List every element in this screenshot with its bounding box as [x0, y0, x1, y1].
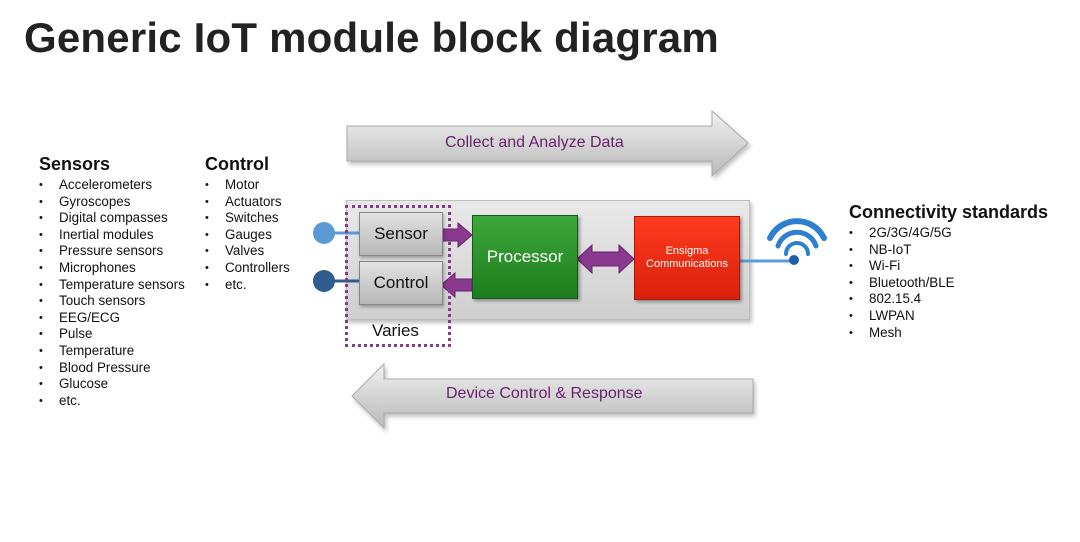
list-item: Wi-Fi	[849, 258, 1048, 275]
list-item: Touch sensors	[39, 293, 185, 310]
device-control-arrow	[351, 362, 754, 430]
list-item: Motor	[205, 177, 290, 194]
list-item: Accelerometers	[39, 177, 185, 194]
control-output-node-icon	[313, 270, 335, 292]
list-item: etc.	[205, 277, 290, 294]
list-item: Bluetooth/BLE	[849, 275, 1048, 292]
sensor-block: Sensor	[359, 212, 443, 256]
page-title: Generic IoT module block diagram	[24, 14, 719, 61]
list-item: Blood Pressure	[39, 360, 185, 377]
list-item: Gauges	[205, 227, 290, 244]
list-item: Temperature sensors	[39, 277, 185, 294]
communications-label-line1: Ensigma	[665, 245, 709, 257]
list-item: Actuators	[205, 194, 290, 211]
control-list: Motor Actuators Switches Gauges Valves C…	[205, 177, 290, 293]
list-item: Pulse	[39, 326, 185, 343]
list-item: 2G/3G/4G/5G	[849, 225, 1048, 242]
collect-data-label: Collect and Analyze Data	[445, 134, 624, 151]
list-item: Mesh	[849, 325, 1048, 342]
processor-block: Processor	[472, 215, 578, 299]
list-item: Digital compasses	[39, 210, 185, 227]
list-item: EEG/ECG	[39, 310, 185, 327]
device-control-label: Device Control & Response	[446, 385, 643, 402]
list-item: etc.	[39, 393, 185, 410]
list-item: LWPAN	[849, 308, 1048, 325]
connectivity-list-block: Connectivity standards 2G/3G/4G/5G NB-Io…	[849, 202, 1048, 341]
control-heading: Control	[205, 154, 269, 174]
list-item: NB-IoT	[849, 242, 1048, 259]
communications-label-line2: Communications	[646, 258, 728, 270]
connectivity-heading: Connectivity standards	[849, 202, 1049, 222]
list-item: Inertial modules	[39, 227, 185, 244]
communications-block: Ensigma Communications	[634, 216, 740, 300]
control-list-block: Control Motor Actuators Switches Gauges …	[205, 154, 290, 293]
sensors-heading: Sensors	[39, 154, 111, 174]
list-item: Switches	[205, 210, 290, 227]
connectivity-list: 2G/3G/4G/5G NB-IoT Wi-Fi Bluetooth/BLE 8…	[849, 225, 1048, 341]
collect-data-arrow	[346, 109, 749, 178]
processor-comm-double-arrow	[576, 243, 635, 275]
sensor-input-node-icon	[313, 222, 335, 244]
varies-region	[345, 205, 451, 347]
list-item: Gyroscopes	[39, 194, 185, 211]
sensors-list-block: Sensors Accelerometers Gyroscopes Digita…	[39, 154, 185, 409]
list-item: Pressure sensors	[39, 243, 185, 260]
list-item: Temperature	[39, 343, 185, 360]
sensors-list: Accelerometers Gyroscopes Digital compas…	[39, 177, 185, 409]
control-block: Control	[359, 261, 443, 305]
varies-label: Varies	[372, 321, 419, 340]
list-item: Valves	[205, 243, 290, 260]
list-item: Controllers	[205, 260, 290, 277]
list-item: Glucose	[39, 376, 185, 393]
list-item: Microphones	[39, 260, 185, 277]
list-item: 802.15.4	[849, 291, 1048, 308]
wifi-icon	[767, 218, 827, 265]
